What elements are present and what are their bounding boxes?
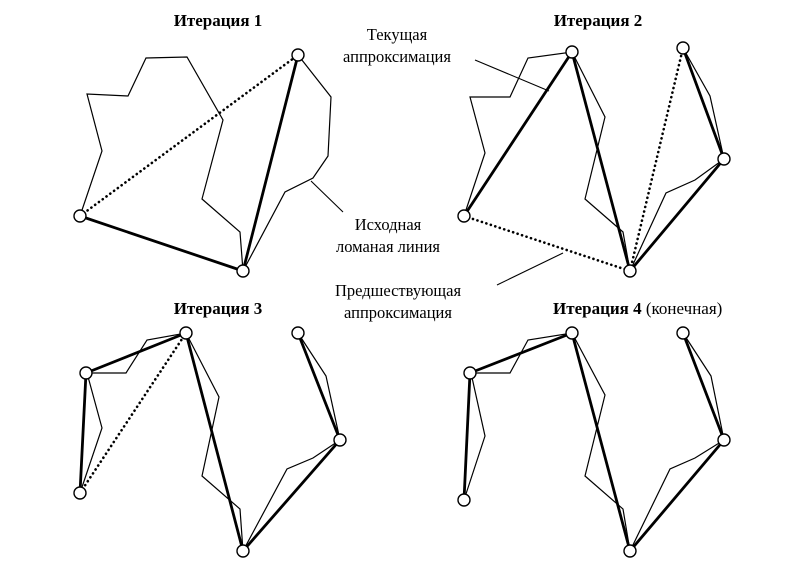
vertex-node bbox=[291, 326, 305, 340]
previous-approximation-segment bbox=[628, 46, 685, 273]
original-polyline bbox=[463, 332, 725, 553]
vertex-node bbox=[565, 326, 579, 340]
panel-title-iteration-2: Итерация 2 bbox=[554, 11, 643, 30]
vertex-node bbox=[79, 366, 93, 380]
vertex-node bbox=[676, 326, 690, 340]
callout-leader-line bbox=[474, 59, 550, 92]
callout-leader-line bbox=[310, 180, 344, 213]
panel-title-iteration-3: Итерация 3 bbox=[174, 299, 263, 318]
current-approximation-segment bbox=[570, 331, 632, 553]
panel-iteration-3: Итерация 3 bbox=[73, 299, 347, 558]
previous-approximation-segment bbox=[78, 331, 188, 495]
current-approximation-segment bbox=[628, 438, 726, 553]
current-approximation-segment bbox=[681, 46, 726, 161]
label-original-line-1: Исходная bbox=[355, 215, 422, 234]
vertex-node bbox=[676, 41, 690, 55]
vertex-node bbox=[717, 433, 731, 447]
current-approximation-segment bbox=[241, 438, 342, 553]
current-approximation-segment bbox=[681, 331, 726, 442]
callout-leader-line bbox=[496, 252, 564, 286]
label-previous-approximation: Предшествующая аппроксимация bbox=[335, 252, 564, 322]
current-approximation-segment bbox=[241, 53, 300, 273]
vertex-node bbox=[623, 544, 637, 558]
vertex-node bbox=[73, 486, 87, 500]
vertex-node bbox=[717, 152, 731, 166]
original-polyline bbox=[79, 54, 332, 274]
label-current-approximation: Текущая аппроксимация bbox=[343, 25, 550, 92]
previous-approximation-segment bbox=[78, 53, 300, 218]
panel-iteration-4: Итерация 4 (конечная) bbox=[457, 299, 731, 558]
current-approximation-segment bbox=[184, 331, 245, 553]
vertex-node bbox=[333, 433, 347, 447]
label-previous-line-2: аппроксимация bbox=[344, 303, 452, 322]
vertex-node bbox=[623, 264, 637, 278]
previous-approximation-segment bbox=[462, 214, 632, 273]
vertex-node bbox=[457, 209, 471, 223]
current-approximation-segment bbox=[78, 371, 88, 495]
label-current-line-1: Текущая bbox=[367, 25, 428, 44]
original-polyline bbox=[463, 47, 725, 273]
current-approximation-segment bbox=[84, 331, 188, 375]
panel-title-iteration-4: Итерация 4 (конечная) bbox=[553, 299, 722, 318]
label-original-line-2: ломаная линия bbox=[336, 237, 440, 256]
panel-iteration-1: Итерация 1 bbox=[73, 11, 332, 278]
panel-title-iteration-1: Итерация 1 bbox=[174, 11, 263, 30]
vertex-node bbox=[463, 366, 477, 380]
vertex-node bbox=[236, 544, 250, 558]
current-approximation-segment bbox=[462, 50, 574, 218]
vertex-node bbox=[73, 209, 87, 223]
vertex-node bbox=[291, 48, 305, 62]
current-approximation-segment bbox=[296, 331, 342, 442]
current-approximation-segment bbox=[628, 157, 726, 273]
label-previous-line-1: Предшествующая bbox=[335, 281, 461, 300]
vertex-node bbox=[179, 326, 193, 340]
current-approximation-segment bbox=[570, 50, 632, 273]
label-current-line-2: аппроксимация bbox=[343, 47, 451, 66]
vertex-node bbox=[565, 45, 579, 59]
panel-title-suffix: (конечная) bbox=[642, 299, 723, 318]
current-approximation-segment bbox=[468, 331, 574, 375]
panel-iteration-2: Итерация 2 bbox=[457, 11, 731, 278]
current-approximation-segment bbox=[462, 371, 472, 502]
original-polyline bbox=[79, 332, 341, 554]
vertex-node bbox=[236, 264, 250, 278]
vertex-node bbox=[457, 493, 471, 507]
label-original-polyline: Исходная ломаная линия bbox=[310, 180, 440, 256]
current-approximation-segment bbox=[78, 214, 245, 273]
